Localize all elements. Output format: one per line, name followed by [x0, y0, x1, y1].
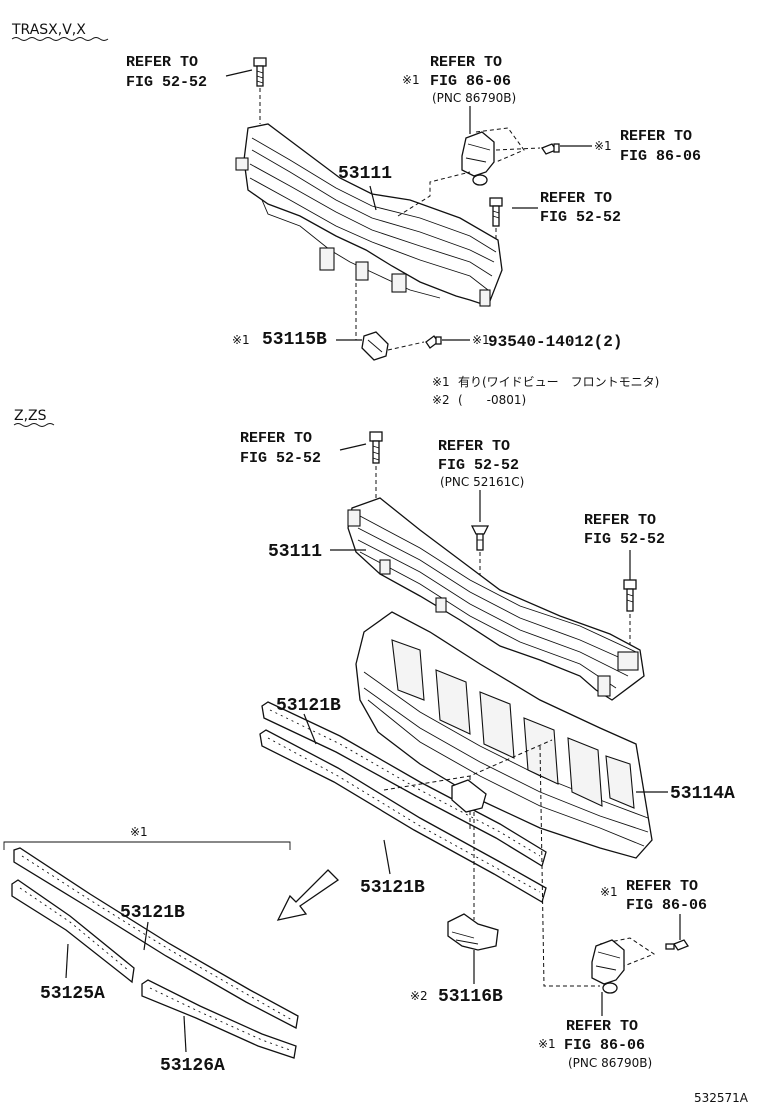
fig-ref-52-52-bottom-right: FIG 52-52: [584, 531, 665, 548]
note-2-text: ( -0801): [458, 393, 526, 407]
fig-ref-86-06-top-right: FIG 86-06: [620, 148, 701, 165]
mark-1-top-right: ※1: [594, 139, 612, 153]
note-2-mark: ※2: [432, 393, 450, 407]
bracket-53115b: [361, 331, 389, 361]
fig-ref-52-52-bottom-left: FIG 52-52: [240, 450, 321, 467]
refer-label-bottom-left: REFER TO: [240, 430, 312, 447]
screw-icon: [541, 143, 560, 155]
fig-ref-86-06-bottom-bracket: FIG 86-06: [564, 1037, 645, 1054]
fig-ref-86-06-top-center: FIG 86-06: [430, 73, 511, 90]
refer-label-top-left: REFER TO: [126, 54, 198, 71]
mark-1-bottom-right: ※1: [600, 885, 618, 899]
part-53114a: 53114A: [670, 784, 735, 804]
direction-arrow-icon: [276, 869, 340, 921]
note-1-text: 有り(ワイドビュー フロントモニタ): [458, 375, 659, 389]
clip-53116b: [447, 913, 499, 951]
bolt-icon: [253, 57, 267, 87]
mark-1-top-center: ※1: [402, 73, 420, 87]
refer-label-bottom-bracket: REFER TO: [566, 1018, 638, 1035]
molding-53126a: [141, 979, 297, 1059]
bolt-icon: [623, 579, 637, 612]
mark-1-bottom-bracket: ※1: [538, 1037, 556, 1051]
part-53121b-middle: 53121B: [360, 878, 425, 898]
camera-bracket-bottom: [591, 939, 625, 994]
bolt-icon: [489, 197, 503, 227]
refer-label-bottom-right: REFER TO: [584, 512, 656, 529]
refer-label-bottom-center: REFER TO: [438, 438, 510, 455]
mark-1-93540: ※1: [472, 333, 490, 347]
mark-1-53115b: ※1: [232, 333, 250, 347]
part-53111-top: 53111: [338, 164, 392, 184]
part-93540-14012: 93540-14012(2): [488, 333, 622, 351]
pnc-52161c: (PNC 52161C): [440, 475, 524, 489]
screw-icon: [665, 939, 689, 951]
part-53116b: 53116B: [438, 987, 503, 1007]
part-53126a: 53126A: [160, 1056, 225, 1076]
clip-53116b-top: [451, 779, 487, 813]
section-underline-bottom: [13, 423, 55, 427]
fig-ref-86-06-bottom-right: FIG 86-06: [626, 897, 707, 914]
refer-label-top-center: REFER TO: [430, 54, 502, 71]
figure-id: 532571A: [694, 1091, 749, 1105]
fig-ref-52-52-top-left: FIG 52-52: [126, 74, 207, 91]
fig-ref-52-52-right-upper: FIG 52-52: [540, 209, 621, 226]
molding-53121b-lower: [259, 729, 547, 903]
fig-ref-52-52-bottom-center: FIG 52-52: [438, 457, 519, 474]
camera-bracket-top: [461, 131, 495, 186]
radiator-support-upper-bottom: [347, 497, 645, 701]
mark-2-53116b: ※2: [410, 989, 428, 1003]
refer-label-top-right: REFER TO: [620, 128, 692, 145]
part-53125a: 53125A: [40, 984, 105, 1004]
bolt-icon: [369, 431, 383, 464]
pnc-86790b-bottom: (PNC 86790B): [568, 1056, 652, 1070]
refer-label-bottom-right2: REFER TO: [626, 878, 698, 895]
section-label-top: TRASX,V,X: [11, 22, 86, 38]
part-53121b-detail: 53121B: [120, 903, 185, 923]
part-53111-bottom: 53111: [268, 542, 322, 562]
note-1-mark: ※1: [432, 375, 450, 389]
callout-mark-1: ※1: [130, 825, 148, 839]
screw-icon: [425, 335, 442, 349]
molding-53125a: [11, 879, 135, 984]
grille-53114a: [355, 611, 653, 859]
pnc-86790b-top: (PNC 86790B): [432, 91, 516, 105]
molding-53121b-detail: [13, 847, 299, 1029]
part-53121b-top: 53121B: [276, 696, 341, 716]
clip-icon: [470, 525, 490, 551]
part-53115b: 53115B: [262, 330, 327, 350]
section-label-bottom: Z,ZS: [14, 408, 47, 424]
section-underline-top: [11, 37, 109, 41]
molding-53121b-upper: [261, 701, 547, 867]
refer-label-right-upper: REFER TO: [540, 190, 612, 207]
radiator-support-upper-top: [235, 123, 503, 307]
